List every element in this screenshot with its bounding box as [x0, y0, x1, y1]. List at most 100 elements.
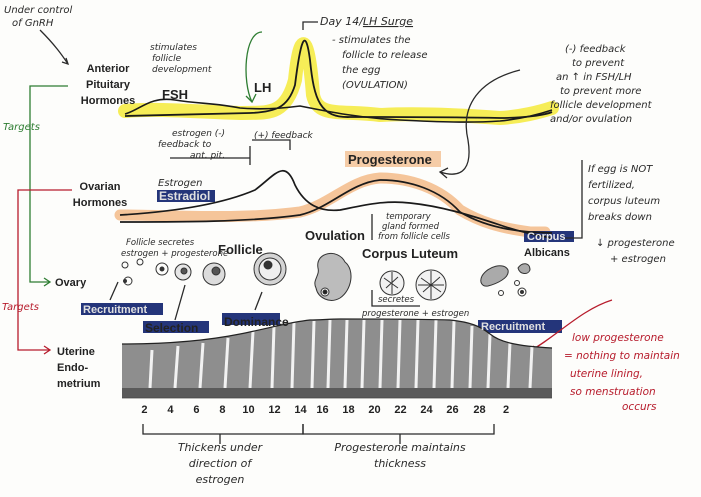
not-fertilized-4: breaks down	[588, 212, 652, 223]
neg-feedback-5: follicle development	[550, 100, 653, 111]
secretes-2: progesterone + estrogen	[361, 309, 469, 319]
feedback-arrowhead	[438, 167, 449, 179]
day-tick-5: 10	[242, 404, 254, 416]
stimulates-note-3: development	[152, 65, 212, 75]
lh-surge-desc-3: the egg	[342, 65, 380, 76]
endometrium-base	[122, 388, 552, 398]
gnrh-arrowhead	[61, 57, 70, 66]
stimulates-note-1: stimulates	[150, 43, 197, 53]
svg-text:Day 14/LH Surge: Day 14/LH Surge	[320, 15, 413, 28]
targets-red: Targets	[2, 302, 39, 313]
follicle-secretes-2: estrogen + progesterone	[121, 249, 228, 259]
follicle-small-1	[155, 262, 169, 276]
secretes-1: secretes	[378, 295, 415, 305]
maintains-1: Progesterone maintains	[334, 441, 466, 454]
estradiol-blue-highlight	[157, 190, 215, 202]
pos-feedback-note: (+) feedback	[254, 131, 314, 141]
estrogen-feedback-3: ant. pit.	[190, 151, 225, 161]
fsh-label: FSH	[162, 87, 188, 102]
low-prog-4: so menstruation	[570, 386, 656, 398]
neg-feedback-2: to prevent	[572, 58, 625, 69]
gnrh-note-2: of GnRH	[12, 18, 54, 29]
corpus-albicans-label-2: Albicans	[524, 247, 570, 259]
dominance-label: Dominance	[224, 315, 289, 329]
thickens-3: estrogen	[196, 473, 245, 486]
corpus-luteum-breakdown-bracket	[565, 160, 583, 239]
pituitary-label-3: Hormones	[81, 95, 135, 107]
low-prog-5: occurs	[622, 401, 657, 413]
svg-text:2 4 6 8: 2 4 6 8 10 12 14 16 18 20 22 24 26 28 2	[141, 404, 509, 416]
estrogen-feedback-1: estrogen (-)	[172, 129, 225, 139]
lh-surge-desc-1: - stimulates the	[332, 35, 411, 46]
follicle-label: Follicle	[218, 242, 263, 257]
estrogen-word: Estrogen	[158, 178, 203, 189]
day-tick-13: 26	[446, 404, 458, 416]
day-tick-6: 12	[268, 404, 280, 416]
thickens-2: direction of	[189, 457, 254, 470]
follicle-tiny-1	[121, 261, 129, 269]
feedback-curve-arrow	[439, 69, 521, 175]
selection-blue-highlight	[143, 321, 209, 333]
ovulating-follicle	[314, 253, 352, 301]
ovary-drawings	[121, 252, 531, 301]
day-tick-10: 20	[368, 404, 380, 416]
prog-drop-2: + estrogen	[610, 254, 666, 265]
temporary-gland-2: gland formed	[382, 222, 440, 232]
temporary-gland-3: from follicle cells	[378, 232, 451, 242]
corpus-blue-highlight	[524, 231, 574, 242]
dominance-arrow	[254, 291, 263, 311]
corpus-albicans-1	[480, 265, 509, 287]
corpus-albicans-2	[517, 263, 531, 274]
pos-feedback-bracket	[252, 139, 291, 150]
svg-text:↓ progesterone+ estrogen: ↓ progesterone+ estrogen	[596, 238, 675, 265]
not-fertilized-1: If egg is NOT	[588, 164, 653, 175]
lh-green-loop	[245, 31, 263, 103]
low-prog-3: uterine lining,	[570, 368, 643, 380]
pituitary-label-1: Anterior	[87, 63, 131, 75]
secretes-bracket	[371, 290, 420, 307]
uterine-label-1: Uterine	[57, 346, 95, 358]
corpus-luteum-label: Corpus Luteum	[362, 246, 458, 261]
stimulates-note-2: follicle	[152, 54, 182, 64]
gnrh-arrow	[39, 29, 69, 65]
day-tick-7: 14	[294, 404, 307, 416]
lh-surge-desc-4: (OVULATION)	[342, 80, 408, 91]
thickens-1: Thickens under	[178, 441, 264, 454]
lh-surge-label: LH Surge	[363, 15, 413, 28]
recruitment2-blue-highlight	[478, 320, 562, 333]
day-tick-2: 4	[167, 404, 174, 416]
recruitment-arrow	[109, 281, 119, 301]
estrogen-feedback-2: feedback to	[158, 140, 212, 150]
maintains-bracket	[302, 424, 495, 444]
neg-feedback-6: and/or ovulation	[550, 114, 632, 125]
selection-arrow	[174, 284, 186, 321]
maintains-2: thickness	[374, 457, 426, 470]
day-tick-14: 28	[473, 404, 485, 416]
recruitment-blue-highlight	[81, 303, 163, 315]
progesterone-label: Progesterone	[348, 152, 432, 167]
not-fertilized-3: corpus luteum	[588, 196, 660, 207]
ovulation-label: Ovulation	[305, 228, 365, 243]
estradiol-curve	[119, 170, 553, 239]
endometrium-outline	[121, 318, 553, 349]
progesterone-label-highlight	[345, 151, 441, 167]
endometrium-glands	[148, 319, 534, 389]
lh-surge-desc-2: follicle to release	[342, 50, 427, 61]
low-prog-2: = nothing to maintain	[564, 350, 680, 362]
svg-text:low progesterone= nothing to m: low progesterone= nothing to maintainute…	[564, 332, 680, 413]
ovarian-label-1: Ovarian	[80, 181, 121, 193]
neg-feedback-1: (-) feedback	[565, 44, 627, 55]
